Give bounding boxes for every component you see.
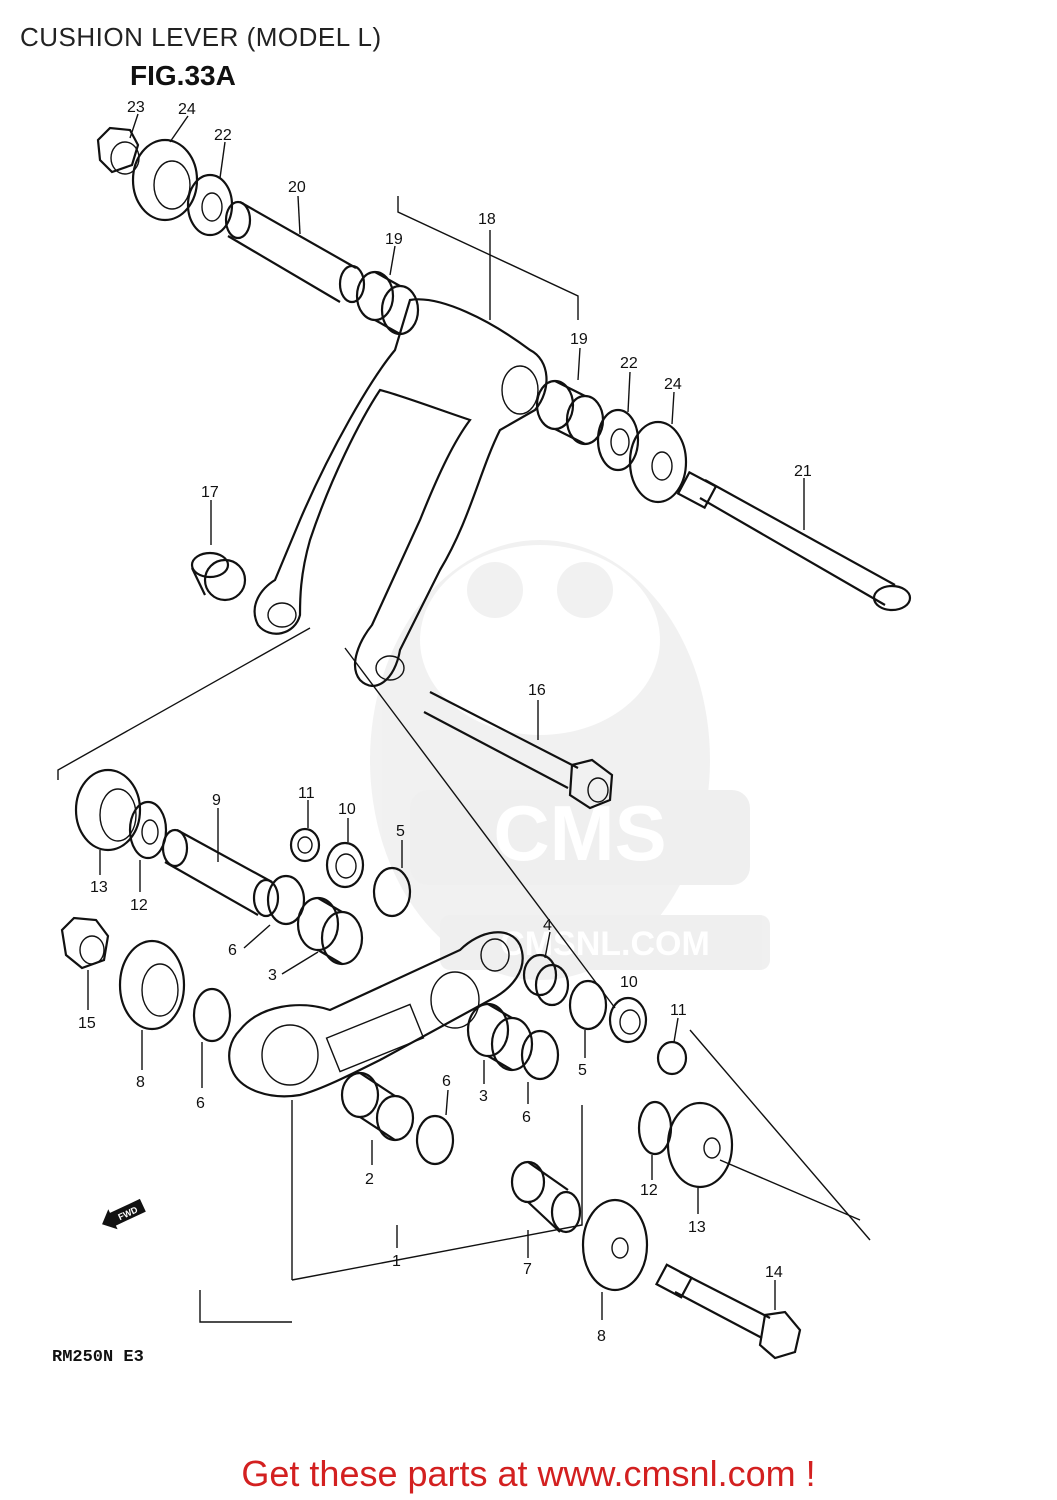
part-3-bearing-lower (466, 1002, 534, 1072)
callout-22: 22 (620, 355, 638, 372)
part-20-spacer (224, 200, 366, 304)
callout-19: 19 (385, 231, 403, 248)
part-17-collar (190, 551, 247, 602)
callout-8: 8 (597, 1328, 606, 1345)
callout-11: 11 (670, 1002, 687, 1019)
callout-18: 18 (478, 211, 496, 228)
callout-23: 23 (127, 99, 145, 116)
callout-7: 7 (523, 1261, 532, 1278)
callout-6: 6 (442, 1073, 451, 1090)
part-13-washer-right (666, 1101, 734, 1189)
callout-24: 24 (178, 101, 196, 118)
part-6-circlip-b (192, 987, 232, 1043)
part-14-bolt (654, 1263, 802, 1360)
part-11-collar-upper (289, 827, 321, 863)
part-2-bearing (340, 1071, 415, 1142)
callout-labels: 23 24 22 20 18 19 19 22 24 21 17 16 9 11… (78, 99, 812, 1345)
part-6-circlip-a (266, 874, 306, 926)
part-16-bolt (423, 691, 614, 810)
part-19-bearing-upper (355, 270, 420, 336)
page-title: CUSHION LEVER (MODEL L) (20, 22, 382, 52)
callout-16: 16 (528, 682, 546, 699)
part-13-washer-left (74, 768, 142, 852)
part-18-cushion-lever (253, 298, 548, 687)
callout-14: 14 (765, 1264, 783, 1281)
part-8-washer-right (581, 1198, 649, 1292)
callout-12: 12 (640, 1182, 658, 1199)
part-9-spacer (161, 828, 280, 918)
callout-22: 22 (214, 127, 232, 144)
watermark-logo: CMS CMSNL.COM (370, 540, 770, 980)
part-4-collar (522, 953, 570, 1007)
part-12-washer-right (637, 1100, 673, 1156)
watermark-brand: CMS (493, 789, 666, 877)
part-3-bearing-upper (296, 896, 364, 966)
callout-10: 10 (338, 801, 356, 818)
callout-3: 3 (268, 967, 277, 984)
callout-4: 4 (543, 917, 552, 934)
part-21-bolt (676, 470, 912, 612)
callout-3: 3 (479, 1088, 488, 1105)
part-5-circlip-lower (568, 979, 608, 1031)
callout-21: 21 (794, 463, 812, 480)
callout-13: 13 (688, 1219, 706, 1236)
callout-13: 13 (90, 879, 108, 896)
part-10-oil-seal-lower (608, 996, 648, 1044)
callout-1: 1 (392, 1253, 401, 1270)
part-11-collar-lower (656, 1040, 688, 1076)
callout-19: 19 (570, 331, 588, 348)
callout-17: 17 (201, 484, 219, 501)
part-7-collar (510, 1160, 582, 1234)
part-6-circlip-d (415, 1114, 455, 1166)
callout-5: 5 (578, 1062, 587, 1079)
callout-11: 11 (298, 785, 315, 802)
model-code: RM250N E3 (52, 1348, 144, 1367)
callout-8: 8 (136, 1074, 145, 1091)
footer-shop-link[interactable]: Get these parts at www.cmsnl.com ! (241, 1453, 816, 1494)
part-6-circlip-c (520, 1029, 560, 1081)
callout-12: 12 (130, 897, 148, 914)
part-22-washer-right (596, 408, 640, 472)
part-24-washer-right (628, 420, 688, 504)
callout-6: 6 (228, 942, 237, 959)
figure-number: FIG.33A (130, 60, 236, 91)
callout-5: 5 (396, 823, 405, 840)
forward-direction-arrow: FWD (102, 1198, 146, 1230)
part-22-washer (186, 173, 234, 237)
assembly-bracket-lines (57, 196, 871, 1323)
part-8-washer-left (118, 939, 186, 1031)
callout-6: 6 (522, 1109, 531, 1126)
callout-24: 24 (664, 376, 682, 393)
part-15-nut (60, 916, 110, 970)
part-5-circlip-upper (372, 866, 412, 918)
callout-10: 10 (620, 974, 638, 991)
part-10-oil-seal-upper (325, 841, 365, 889)
callout-15: 15 (78, 1015, 96, 1032)
callout-6: 6 (196, 1095, 205, 1112)
part-19-bearing-lower (535, 379, 605, 446)
part-23-nut (96, 126, 140, 175)
callout-2: 2 (365, 1171, 374, 1188)
callout-9: 9 (212, 792, 221, 809)
part-12-washer-left (128, 800, 168, 860)
part-1-cushion-rod (228, 931, 524, 1098)
callout-20: 20 (288, 179, 306, 196)
